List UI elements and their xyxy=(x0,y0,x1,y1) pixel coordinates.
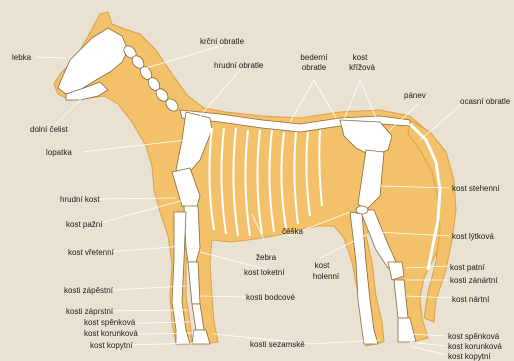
label-kost-lytkova: kost lýtková xyxy=(452,232,494,241)
radius-bone xyxy=(184,206,200,262)
label-kost-kopytni-left: kost kopytní xyxy=(90,341,133,350)
label-kost-spenkova-left: kost spěnková xyxy=(84,318,135,327)
label-hrudni-obratle: hrudní obratle xyxy=(214,61,263,70)
label-ceska: čéška xyxy=(282,227,303,236)
label-kost-nartni: kost nártní xyxy=(452,295,489,304)
label-dolni-celist: dolní čelist xyxy=(30,125,68,134)
label-kosti-zapestni: kosti zápěstní xyxy=(64,286,113,295)
label-kost-krizova-2: křížová xyxy=(349,63,375,72)
label-ocasni-obratle: ocasní obratle xyxy=(460,97,510,106)
label-kost-vretenni: kost vřetenní xyxy=(68,248,114,257)
label-lebka: lebka xyxy=(12,53,31,62)
label-kost-spenkova-right: kost spěnková xyxy=(448,332,499,341)
label-kost-holenni-2: holenní xyxy=(313,272,339,281)
label-bederni-1: bederní xyxy=(300,53,327,62)
label-lopatka: lopatka xyxy=(46,148,72,157)
label-kost-holenni-1: kost xyxy=(315,261,330,270)
label-kosti-sezamske: kosti sezamské xyxy=(250,340,305,349)
label-zebra: žebra xyxy=(256,253,276,262)
patella-bone xyxy=(356,206,368,214)
label-hrudni-kost: hrudní kost xyxy=(60,195,100,204)
label-krcni-obratle: krční obratle xyxy=(200,37,244,46)
label-kost-patni: kost patní xyxy=(450,263,485,272)
label-kost-loketni: kost loketní xyxy=(244,268,284,277)
label-bederni-2: obratle xyxy=(302,63,326,72)
label-panev: pánev xyxy=(404,91,426,100)
label-kost-kopytni-right: kost kopytní xyxy=(448,352,491,361)
label-kost-krizova-1: kost xyxy=(353,53,368,62)
label-kosti-bodcove: kosti bodcové xyxy=(246,293,295,302)
label-kosti-zanartni: kosti zánártní xyxy=(450,276,498,285)
label-kost-pazni: kost pažní xyxy=(66,220,102,229)
label-kost-stehenni: kost stehenní xyxy=(452,184,500,193)
label-kost-korunkova-left: kost korunková xyxy=(84,329,138,338)
label-kosti-zaprstni: kosti záprstní xyxy=(66,307,113,316)
label-kost-korunkova-right: kost korunková xyxy=(448,342,502,351)
